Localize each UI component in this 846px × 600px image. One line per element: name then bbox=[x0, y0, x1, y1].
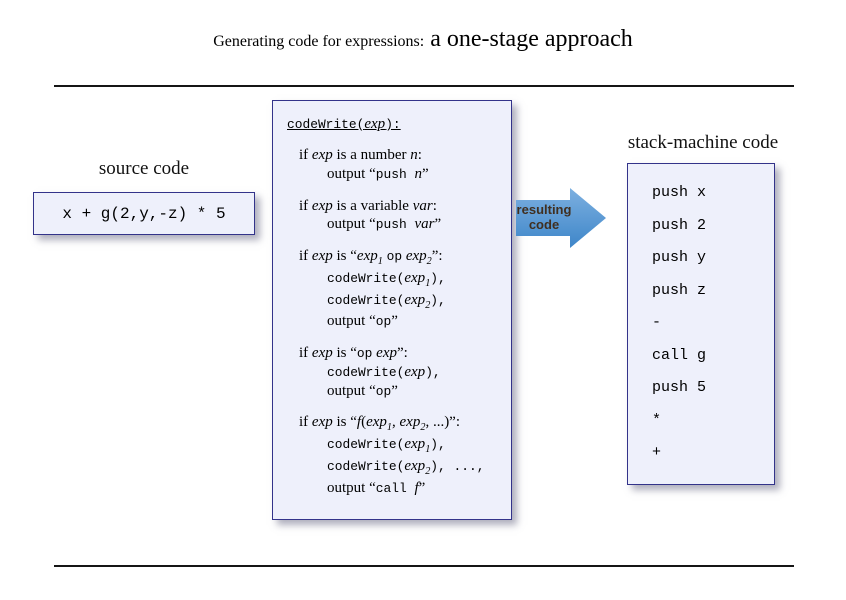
case-binary-op-line-2: codeWrite(exp2), bbox=[327, 291, 446, 311]
case-unary-op: if exp is “op exp”: codeWrite(exp), outp… bbox=[287, 344, 503, 400]
case-function-call: if exp is “f(exp1, exp2, ...)”: codeWrit… bbox=[287, 413, 503, 497]
stack-line: push 5 bbox=[652, 379, 707, 396]
stack-line: - bbox=[652, 314, 662, 331]
arrow-label-line-1: resulting bbox=[516, 202, 572, 218]
stack-line: push y bbox=[652, 249, 707, 266]
case-number-output: output “push n” bbox=[327, 165, 429, 182]
case-binary-op-head: if exp is “exp1 op exp2”: bbox=[299, 248, 443, 267]
stack-line: push z bbox=[652, 281, 707, 299]
slide-title-main: Generating code for expressions: bbox=[213, 33, 425, 50]
source-code-text: x + g(2,y,-z) * 5 bbox=[62, 204, 226, 223]
stack-line: * bbox=[652, 411, 662, 429]
slide-title: Generating code for expressions: a one-s… bbox=[0, 26, 846, 53]
case-unary-op-line-1: codeWrite(exp), bbox=[327, 363, 441, 380]
case-number: if exp is a number n: output “push n” bbox=[287, 146, 503, 184]
source-code-box: x + g(2,y,-z) * 5 bbox=[33, 192, 255, 235]
case-variable-output: output “push var” bbox=[327, 216, 442, 233]
stack-line: push 2 bbox=[652, 216, 707, 234]
arrow-label-line-2: code bbox=[528, 217, 560, 232]
top-divider bbox=[54, 85, 794, 87]
case-number-head: if exp is a number n: bbox=[299, 147, 422, 163]
stack-line: + bbox=[652, 444, 662, 461]
resulting-code-arrow-label: resulting code bbox=[516, 188, 572, 248]
stack-machine-code-box: push x push 2 push y push z - call g pus… bbox=[627, 163, 775, 485]
case-variable: if exp is a variable var: output “push v… bbox=[287, 197, 503, 235]
case-function-call-line-3: output “call f” bbox=[327, 479, 426, 496]
codewrite-algorithm-box: codeWrite(exp): if exp is a number n: ou… bbox=[272, 100, 512, 520]
codewrite-header: codeWrite(exp): bbox=[287, 116, 401, 132]
stack-machine-code-label: stack-machine code bbox=[627, 132, 779, 153]
case-function-call-head: if exp is “f(exp1, exp2, ...)”: bbox=[299, 414, 461, 434]
case-variable-head: if exp is a variable var: bbox=[299, 197, 437, 214]
stack-line: push x bbox=[652, 184, 707, 201]
case-unary-op-head: if exp is “op exp”: bbox=[299, 345, 408, 361]
stack-line: call g bbox=[652, 346, 707, 364]
case-binary-op-line-1: codeWrite(exp1), bbox=[327, 269, 446, 289]
case-function-call-line-1: codeWrite(exp1), bbox=[327, 436, 446, 455]
source-code-label: source code bbox=[98, 158, 190, 179]
case-unary-op-line-2: output “op” bbox=[327, 382, 398, 399]
slide-title-sub: a one-stage approach bbox=[424, 26, 633, 52]
case-binary-op-line-3: output “op” bbox=[327, 313, 398, 330]
bottom-divider bbox=[54, 565, 794, 567]
case-function-call-line-2: codeWrite(exp2), ..., bbox=[327, 457, 485, 477]
case-binary-op: if exp is “exp1 op exp2”: codeWrite(exp1… bbox=[287, 247, 503, 331]
